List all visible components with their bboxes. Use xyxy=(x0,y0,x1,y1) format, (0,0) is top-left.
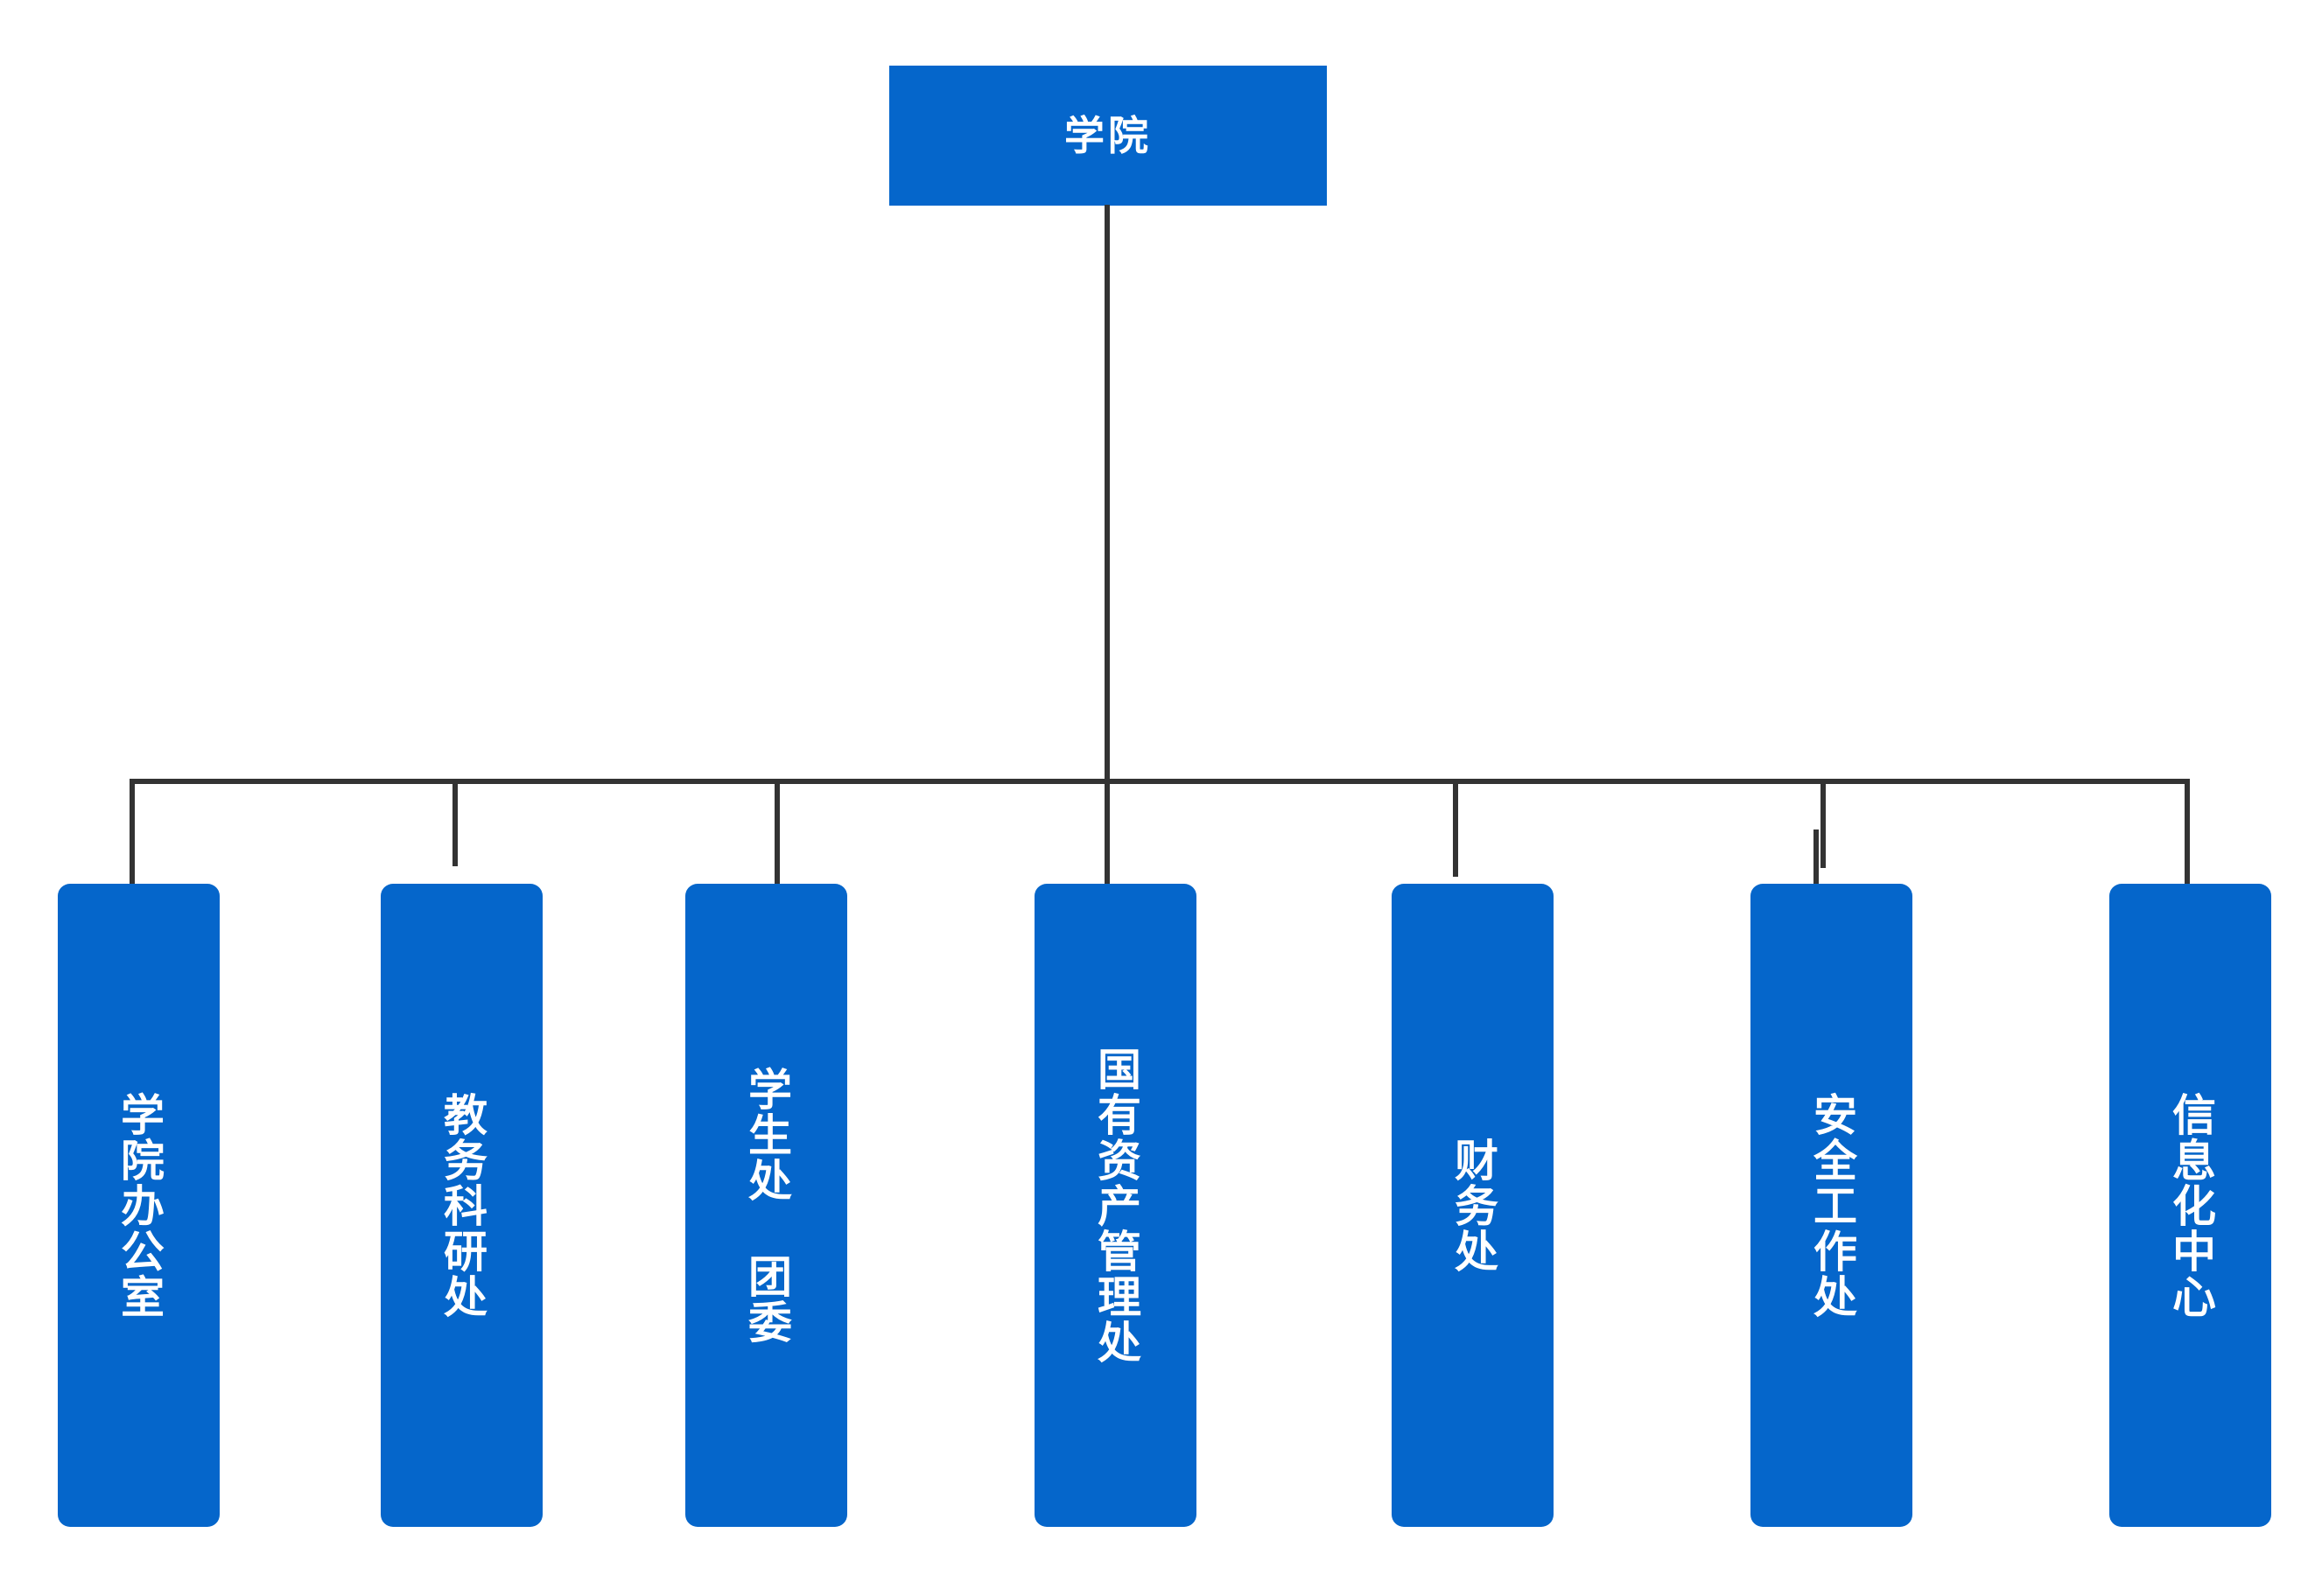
connector-trunk-vertical xyxy=(1105,205,1110,784)
org-node-state-assets-management-office[interactable]: 国有资产管理处 xyxy=(1035,884,1196,1527)
org-node-college-office[interactable]: 学院办公室 xyxy=(58,884,220,1527)
org-node-finance-office[interactable]: 财务处 xyxy=(1392,884,1554,1527)
org-node-academic-research-office[interactable]: 教务科研处 xyxy=(381,884,543,1527)
connector-drop-1 xyxy=(130,779,135,886)
org-node-student-affairs-youth-league[interactable]: 学生处 团委 xyxy=(685,884,847,1527)
org-node-state-assets-management-office-label: 国有资产管理处 xyxy=(1091,1046,1140,1365)
org-node-safety-work-office-label: 安全工作处 xyxy=(1807,1091,1856,1320)
org-node-informatization-center-label: 信息化中心 xyxy=(2166,1091,2215,1320)
connector-drop-2 xyxy=(452,779,458,866)
connector-drop-4 xyxy=(1105,779,1110,886)
connector-drop-6b xyxy=(1813,830,1819,884)
connector-drop-3 xyxy=(775,779,780,884)
org-node-informatization-center[interactable]: 信息化中心 xyxy=(2109,884,2271,1527)
org-node-root-label: 学院 xyxy=(1064,113,1152,158)
org-node-finance-office-label: 财务处 xyxy=(1449,1137,1498,1274)
org-node-root[interactable]: 学院 xyxy=(889,66,1327,206)
org-node-college-office-label: 学院办公室 xyxy=(115,1091,164,1320)
connector-drop-5 xyxy=(1453,779,1458,877)
org-node-academic-research-office-label: 教务科研处 xyxy=(438,1091,487,1320)
connector-bus-horizontal xyxy=(130,779,2190,784)
org-node-student-affairs-youth-league-label: 学生处 团委 xyxy=(742,1066,791,1345)
org-node-safety-work-office[interactable]: 安全工作处 xyxy=(1750,884,1912,1527)
connector-drop-6 xyxy=(1820,779,1826,868)
connector-drop-7 xyxy=(2185,779,2190,886)
